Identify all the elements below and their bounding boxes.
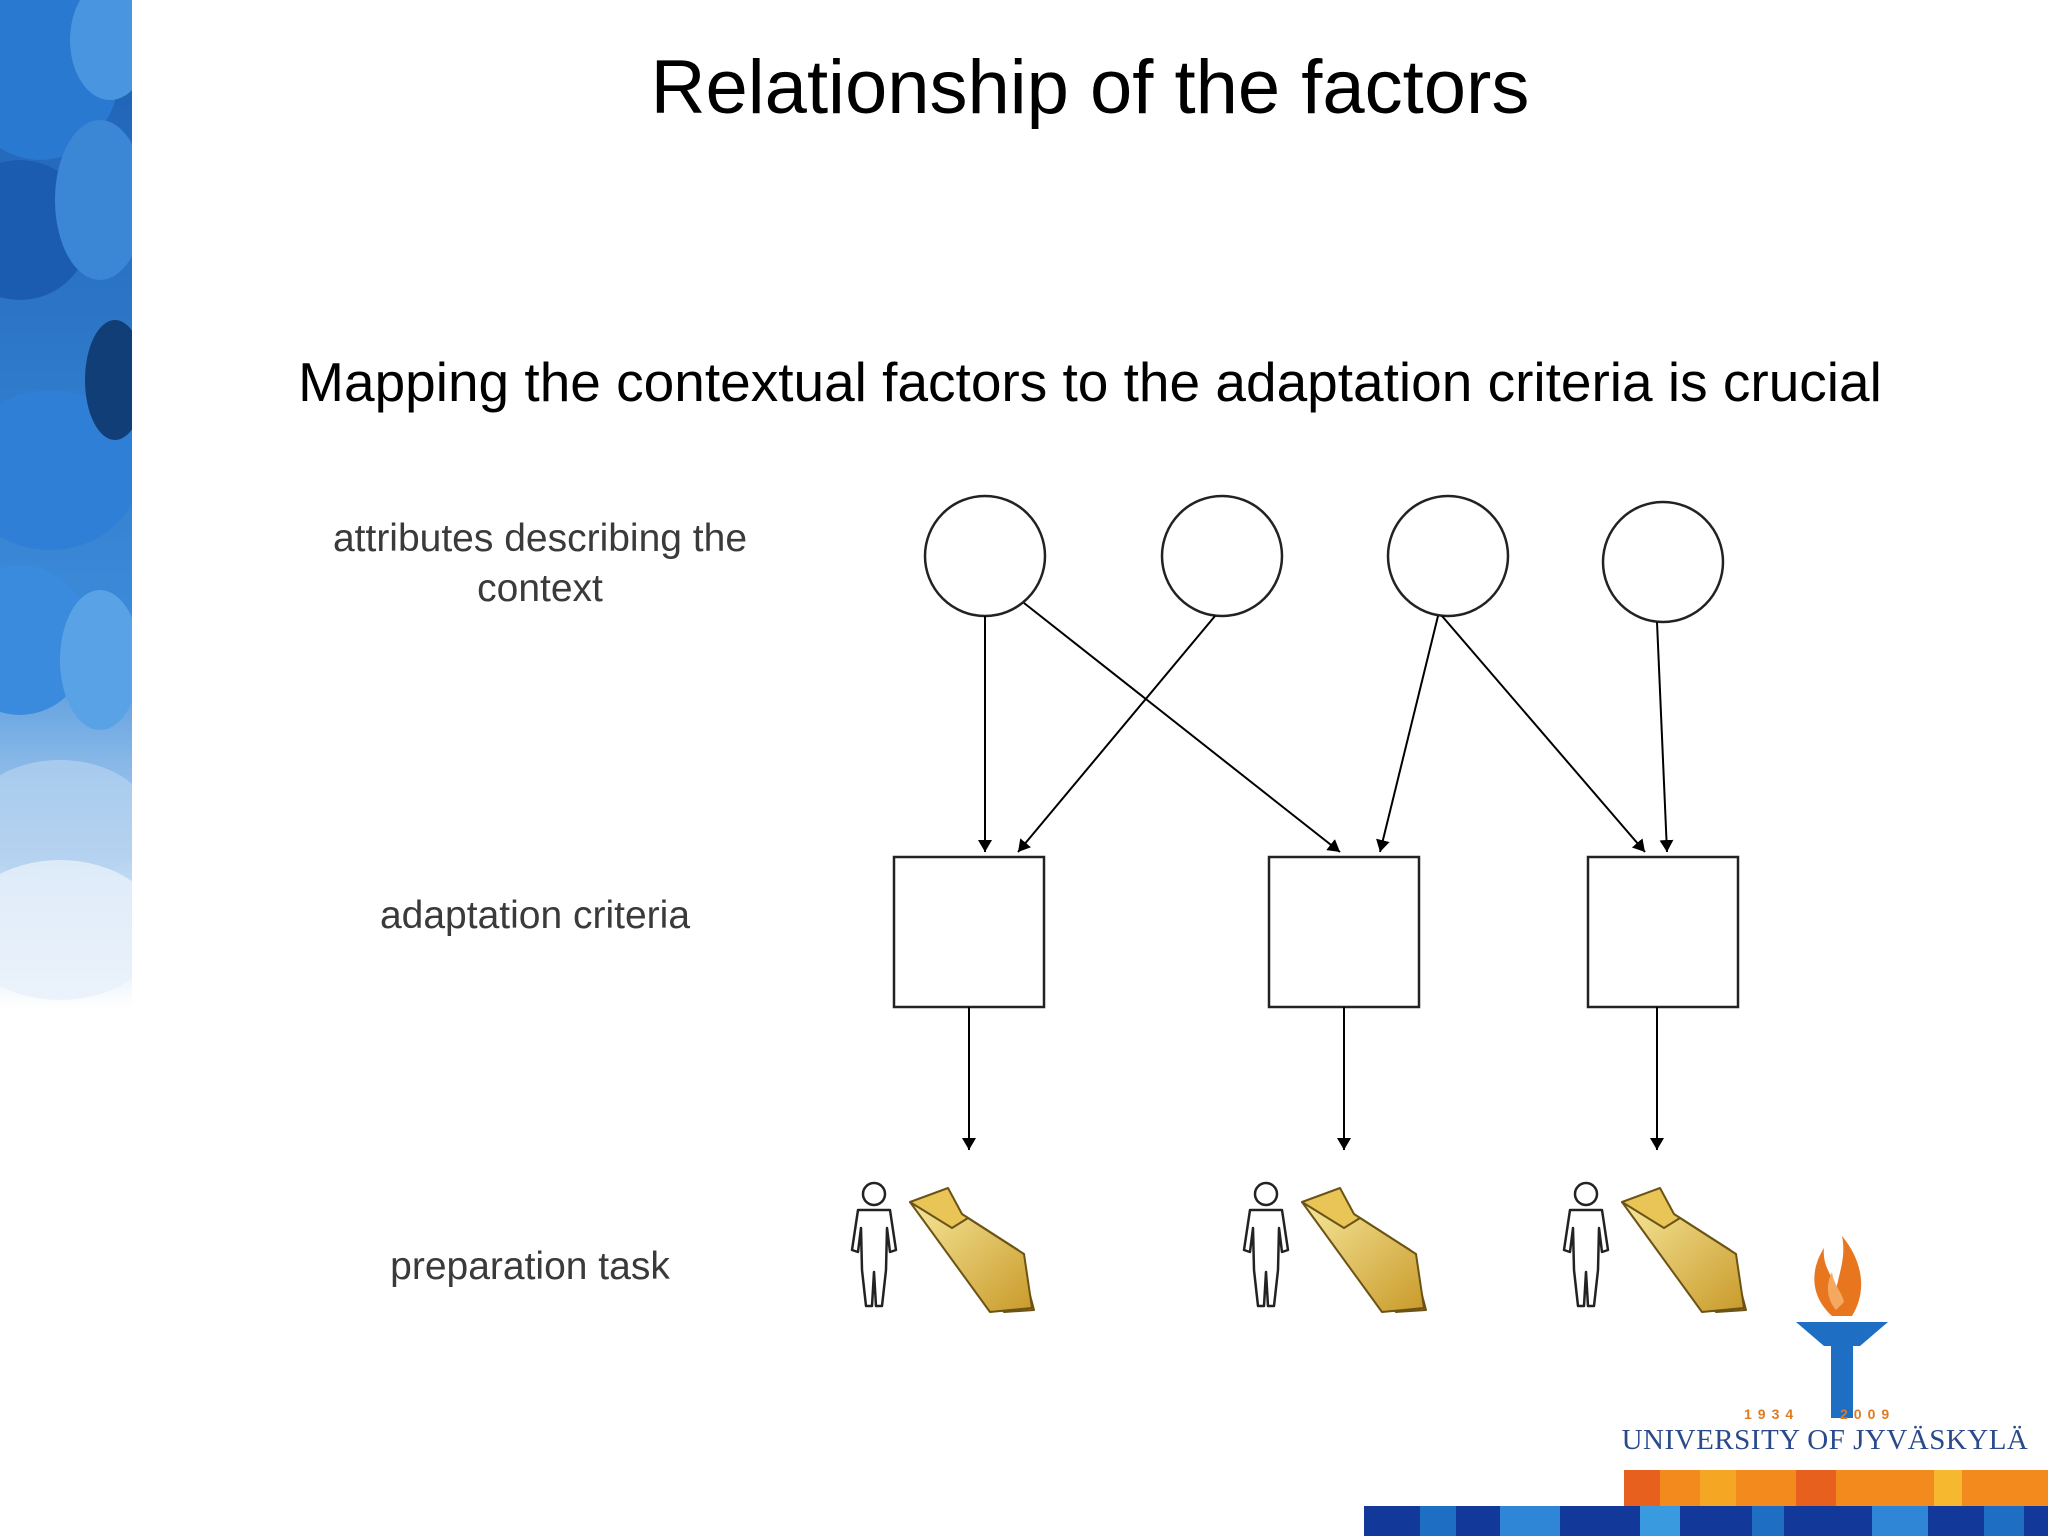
person-icon: [850, 1181, 898, 1308]
university-name: UNIVERSITY OF JYVÄSKYLÄ: [1621, 1424, 2029, 1456]
folder-icon: [1621, 1187, 1747, 1313]
task-node-2: [1242, 1181, 1427, 1313]
attribute-node-2: [1160, 494, 1284, 618]
person-icon: [1562, 1181, 1610, 1308]
edge-attr3-crit3: [1441, 615, 1646, 853]
criterion-node-2: [1267, 855, 1421, 1009]
torch-icon: [1796, 1236, 1888, 1418]
attribute-node-3: [1386, 494, 1510, 618]
attribute-node-1: [923, 494, 1047, 618]
color-stripes: [1364, 1470, 2048, 1536]
edge-attr3-crit2: [1376, 615, 1439, 853]
logo-year-start: 1934: [1744, 1406, 1800, 1422]
slide-title: Relationship of the factors: [650, 45, 1530, 130]
row-label-criteria: adaptation criteria: [379, 894, 691, 937]
task-node-3: [1562, 1181, 1747, 1313]
criterion-node-1: [892, 855, 1046, 1009]
folder-icon: [909, 1187, 1035, 1313]
attribute-node-4: [1601, 500, 1725, 624]
criterion-node-3: [1586, 855, 1740, 1009]
logo-year-end: 2009: [1840, 1406, 1896, 1422]
slide-subtitle: Mapping the contextual factors to the ad…: [298, 351, 1882, 413]
folder-icon: [1301, 1187, 1427, 1313]
person-icon: [1242, 1181, 1290, 1308]
edge-attr2-crit1: [1017, 615, 1216, 853]
row-label-task: preparation task: [390, 1245, 670, 1288]
edge-attr1-crit2: [1023, 602, 1341, 853]
row-label-attributes: attributes describing the context: [332, 517, 748, 610]
blue-stones-decoration: [0, 0, 132, 1010]
university-logo: [1364, 1236, 2048, 1536]
edge-attr4-crit3: [1656, 621, 1674, 853]
task-node-1: [850, 1181, 1035, 1313]
